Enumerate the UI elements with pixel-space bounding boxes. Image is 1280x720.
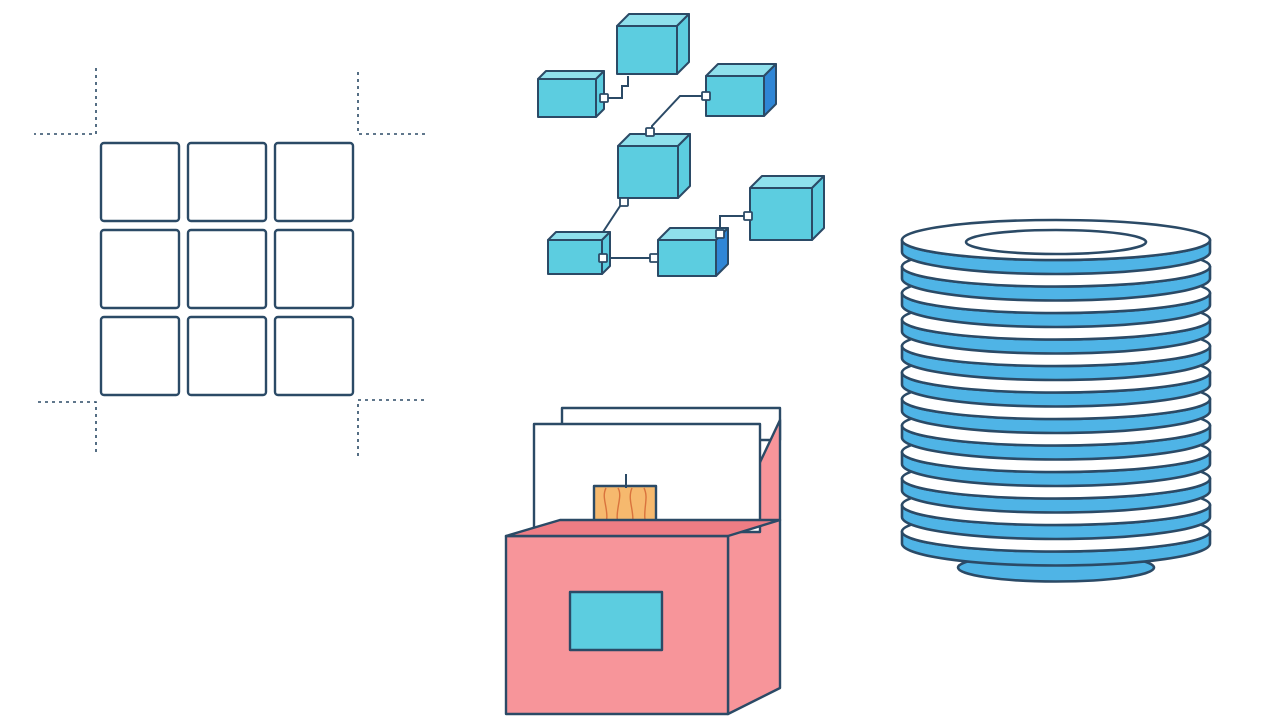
plate-stack-icon <box>900 218 1212 583</box>
connector-nub <box>649 253 659 263</box>
connector-nub <box>645 127 655 137</box>
grid-cell <box>99 315 181 397</box>
network-link <box>719 215 750 232</box>
cube-node <box>547 231 611 275</box>
grid-cells <box>99 141 355 397</box>
grid-cell <box>186 315 268 397</box>
grid-icon <box>34 68 428 456</box>
cube-node <box>705 63 777 117</box>
box-label <box>568 590 664 652</box>
connector-nub <box>743 211 753 221</box>
grid-cell <box>273 228 355 310</box>
filing-box-icon <box>504 406 782 716</box>
box-lip <box>504 518 782 538</box>
grid-cell <box>99 228 181 310</box>
crop-marks <box>34 68 428 456</box>
network-link <box>604 76 629 99</box>
connector-nub <box>619 197 629 207</box>
front-folder <box>532 422 762 534</box>
cube-node <box>749 175 825 241</box>
cube-node <box>657 227 729 277</box>
connector-nub <box>599 93 609 103</box>
network-cubes <box>537 13 825 277</box>
grid-cell <box>99 141 181 223</box>
plate <box>900 218 1212 276</box>
grid-cell <box>186 141 268 223</box>
grid-cell <box>186 228 268 310</box>
network-of-cubes-icon <box>537 13 825 277</box>
grid-cell <box>273 315 355 397</box>
connector-nub <box>598 253 608 263</box>
cube-node <box>537 70 605 118</box>
connector-nub <box>701 91 711 101</box>
plate-inner-ring <box>964 228 1148 256</box>
cube-node <box>617 133 691 199</box>
connector-nub <box>715 229 725 239</box>
cube-node <box>616 13 690 75</box>
grid-cell <box>273 141 355 223</box>
